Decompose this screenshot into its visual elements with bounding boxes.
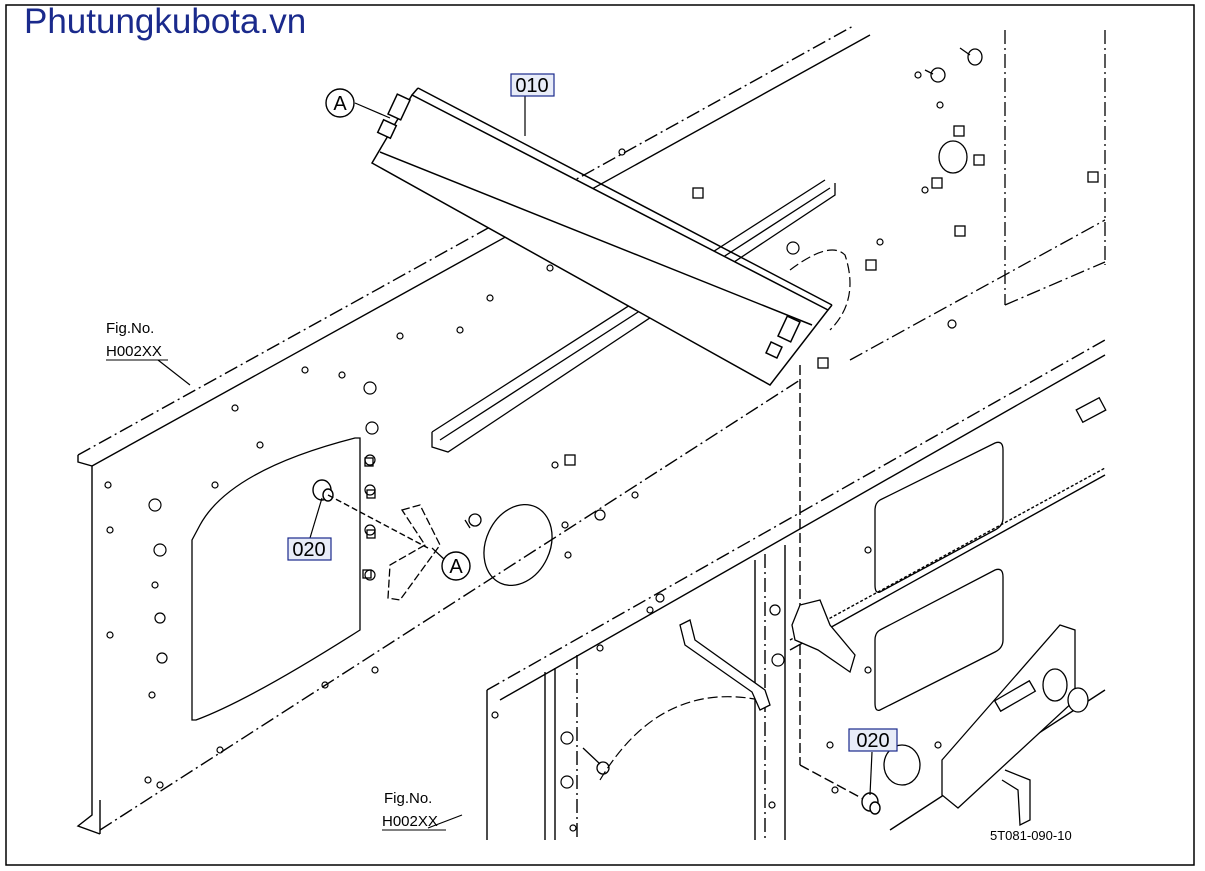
right-round-hole [883,744,921,786]
panel-slot-small [1075,396,1107,424]
right-frame-panel [486,339,1106,840]
fig-ref-bottom-line1: Fig.No. [384,790,432,807]
fig-ref-left-line2: H002XX [106,343,162,360]
marker-a-top: A [325,88,355,118]
marker-a-mid-label: A [449,556,463,578]
top-bolts [464,47,983,775]
marker-a-mid: A [441,551,471,581]
cover-010 [370,87,833,386]
left-panel-cutout [191,437,361,721]
rear-grommet [938,140,968,174]
callout-020-right-label: 020 [856,730,889,752]
center-opening [483,503,553,587]
mounting-holes [104,71,957,832]
rear-panel [849,30,1106,361]
hook-bracket [679,619,771,711]
fig-ref-left-line1: Fig.No. [106,320,154,337]
callout-020-left-label: 020 [292,539,325,561]
site-watermark: Phutungkubota.vn [24,2,307,41]
panel-slot-upper-shape [874,441,1004,593]
mid-bracket [387,504,441,601]
callout-020-right: 020 [848,728,898,752]
panel-slot-lower-shape [874,568,1004,711]
square-nuts [362,125,1099,579]
hinge-assembly [941,624,1089,827]
marker-a-top-label: A [333,93,347,115]
diagram-frame [5,4,1195,866]
bolt-020-right [861,792,881,815]
diagram-code: 5T081-090-10 [990,828,1072,843]
right-panel-arc [599,696,761,781]
bolt-020-left [312,479,429,549]
rear-opening [789,249,851,331]
fig-ref-bottom: Fig.No. H002XX [382,790,446,831]
fig-ref-bottom-line2: H002XX [382,813,438,830]
callout-020-left: 020 [287,537,332,561]
callout-010: 010 [510,73,555,97]
leader-lines [157,96,873,829]
side-bracket [791,599,856,674]
callout-010-label: 010 [515,75,548,97]
fig-ref-left: Fig.No. H002XX [106,320,168,361]
left-frame-panel [76,24,871,835]
